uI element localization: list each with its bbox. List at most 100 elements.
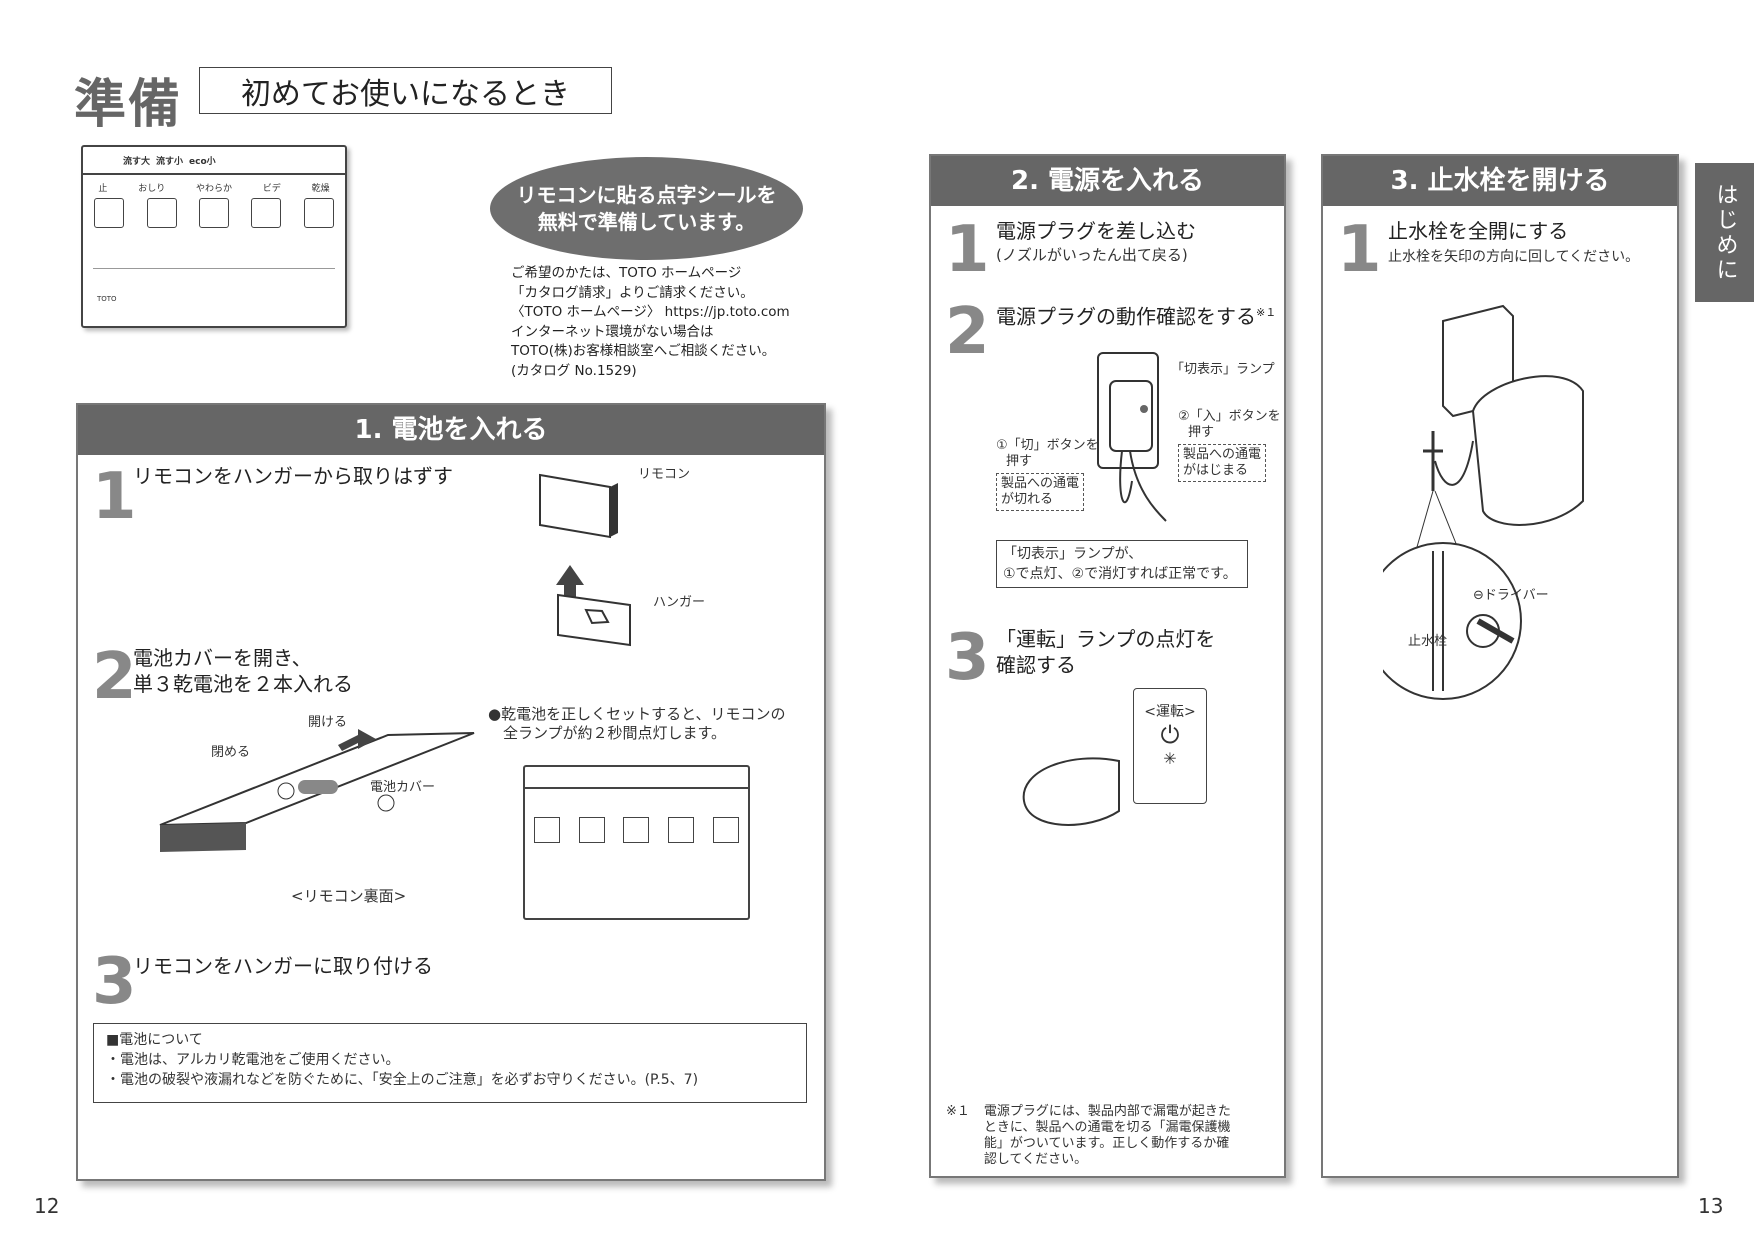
check-line: 「切表示」ランプが、 (1003, 546, 1143, 562)
step-text: 「運転」ランプの点灯を確認する (996, 626, 1215, 678)
label-line: がはじまる (1183, 463, 1249, 478)
footnote-line: 認してください。 (983, 1152, 1088, 1167)
oval-line: リモコンに貼る点字シールを (516, 182, 777, 207)
footnote-line: 能」がついています。正しく動作するか確 (983, 1136, 1230, 1151)
page-number-left: 12 (34, 1194, 60, 1218)
step-number: 1 (92, 460, 137, 534)
page-subtitle: 初めてお使いになるとき (199, 67, 612, 114)
remote-lit-illustration (523, 765, 750, 920)
unten-label: <運転> (1144, 704, 1196, 720)
section-title: 2. 電源を入れる (931, 156, 1284, 206)
label-line: が切れる (1001, 492, 1054, 507)
on-button-label: ②「入」ボタンを押す (1178, 409, 1281, 441)
hanger-illustration (539, 473, 631, 647)
section-title: 3. 止水栓を開ける (1323, 156, 1677, 206)
note-item: ・電池は、アルカリ乾電池をご使用ください。 (106, 1052, 400, 1068)
on-result-box: 製品への通電がはじまる (1178, 444, 1267, 482)
stop-label: 止 (98, 184, 108, 194)
bidet-label: ビデ (262, 184, 281, 194)
step-line: 単３乾電池を２本入れる (133, 672, 353, 696)
step-number: 1 (945, 213, 990, 287)
off-result-box: 製品への通電が切れる (996, 473, 1085, 511)
label-line: 製品への通電 (1001, 476, 1080, 491)
battery-note-box: ■電池について ・電池は、アルカリ乾電池をご使用ください。 ・電池の破裂や液漏れ… (93, 1023, 807, 1103)
check-box: 「切表示」ランプが、 ①で点灯、②で消灯すれば正常です。 (996, 540, 1248, 588)
note-line: TOTO(株)お客様相談室へご相談ください。 (511, 343, 776, 359)
power-plug-illustration (1097, 352, 1167, 522)
label-line: ②「入」ボタンを (1178, 409, 1281, 424)
unten-callout: <運転> ⏻ ✳ (1133, 688, 1207, 804)
label-line: 製品への通電 (1183, 447, 1262, 462)
step-text: 電源プラグの動作確認をする※１ (996, 300, 1276, 330)
note-item: ・電池の破裂や液漏れなどを防ぐために、「安全上のご注意」を必ずお守りください。(… (106, 1072, 699, 1088)
step-number: 3 (92, 945, 137, 1019)
note-line: 全ランプが約２秒間点灯します。 (503, 724, 727, 742)
driver-label: ⊖ドライバー (1473, 588, 1549, 603)
step-text: リモコンをハンガーから取りはずす (133, 464, 453, 488)
step-line: 電源プラグの動作確認をする (996, 304, 1256, 329)
label-line: 押す (1006, 454, 1033, 469)
oval-line: 無料で準備しています。 (537, 209, 756, 234)
section-water-valve: 3. 止水栓を開ける 1 止水栓を全開にする 止水栓を矢印の方向に回してください… (1321, 154, 1679, 1178)
yawaraka-label: やわらか (195, 184, 232, 194)
step-text: 電源プラグを差し込む (996, 219, 1196, 243)
battery-illustration (159, 729, 475, 852)
step-number: 2 (92, 640, 137, 714)
dry-label: 乾燥 (311, 184, 330, 194)
hanger-label: ハンガー (653, 595, 706, 610)
cover-label: 電池カバー (370, 780, 436, 795)
braille-oval: リモコンに貼る点字シールを 無料で準備しています。 (490, 157, 803, 260)
note-line: インターネット環境がない場合は (511, 323, 714, 340)
footnote-mark: ※１ (1256, 306, 1277, 319)
footnote-mark: ※１ (946, 1104, 970, 1119)
step-number: 3 (945, 621, 990, 695)
lamp-lit-icon: ✳ (1163, 749, 1177, 768)
flush-small-label: 流す小 (156, 156, 184, 167)
side-tab-hajimeni[interactable]: はじめに (1695, 163, 1754, 302)
section-title: 1. 電池を入れる (78, 405, 824, 455)
note-line: ●乾電池を正しくセットすると、リモコンの (488, 705, 786, 723)
label-line: 押す (1188, 425, 1215, 440)
step-sub: (ノズルがいったん出て戻る) (996, 246, 1188, 264)
power-icon: ⏻ (1160, 721, 1180, 749)
section-power: 2. 電源を入れる 1 電源プラグを差し込む (ノズルがいったん出て戻る) 2 … (929, 154, 1286, 1178)
note-title: ■電池について (106, 1032, 203, 1048)
flush-large-label: 流す大 (123, 156, 151, 167)
close-label: 閉める (211, 745, 251, 760)
step-text: 電池カバーを開き、 単３乾電池を２本入れる (133, 645, 353, 697)
step-number: 2 (945, 295, 990, 369)
step-line: 「運転」ランプの点灯を (996, 627, 1216, 651)
open-label: 開ける (308, 715, 348, 730)
label-line: ①「切」ボタンを (996, 438, 1099, 453)
step-line: 電池カバーを開き、 (133, 646, 312, 670)
remote-illustration: 流す大 流す小 eco小 止 おしり やわらか ビデ 乾燥 TOTO (81, 145, 347, 328)
toilet-valve-illustration (1383, 304, 1584, 700)
step-text: 止水栓を全開にする (1388, 219, 1569, 243)
check-line: ①で点灯、②で消灯すれば正常です。 (1003, 566, 1237, 582)
note-line: 「カタログ請求」よりご請求ください。 (511, 284, 754, 301)
step-text: リモコンをハンガーに取り付ける (133, 954, 433, 978)
step-sub: 止水栓を矢印の方向に回してください。 (1388, 249, 1640, 265)
footnote-line: 電源プラグには、製品内部で漏電が起きた (983, 1104, 1231, 1119)
page-number-right: 13 (1698, 1194, 1724, 1218)
lamp-label: 「切表示」ランプ (1171, 362, 1275, 377)
note-line: (カタログ No.1529) (511, 362, 637, 379)
valve-label: 止水栓 (1408, 634, 1448, 649)
remote-label: リモコン (638, 467, 691, 482)
note-line: ご希望のかたは、TOTO ホームページ (511, 265, 742, 281)
lamp-note: ●乾電池を正しくセットすると、リモコンの 全ランプが約２秒間点灯します。 (488, 705, 786, 743)
footnote: ※１ 電源プラグには、製品内部で漏電が起きたときに、製品への通電を切る「漏電保護… (946, 1104, 1231, 1168)
section-battery: 1. 電池を入れる 1 リモコンをハンガーから取りはずす リモコン ハンガー 2… (76, 403, 826, 1181)
note-line: 〈TOTO ホームページ〉 https://jp.toto.com (511, 304, 790, 320)
back-label: <リモコン裏面> (291, 887, 407, 905)
step-number: 1 (1337, 213, 1382, 287)
oshiri-label: おしり (138, 184, 166, 194)
toilet-seat-illustration (1022, 757, 1120, 826)
step-line: 確認する (996, 653, 1076, 677)
page-title: 準備 (74, 75, 183, 135)
eco-label: eco小 (189, 156, 216, 167)
brand-label: TOTO (97, 295, 117, 303)
off-button-label: ①「切」ボタンを押す (996, 438, 1099, 470)
footnote-line: ときに、製品への通電を切る「漏電保護機 (983, 1120, 1231, 1135)
braille-note: ご希望のかたは、TOTO ホームページ 「カタログ請求」よりご請求ください。 〈… (511, 264, 790, 381)
